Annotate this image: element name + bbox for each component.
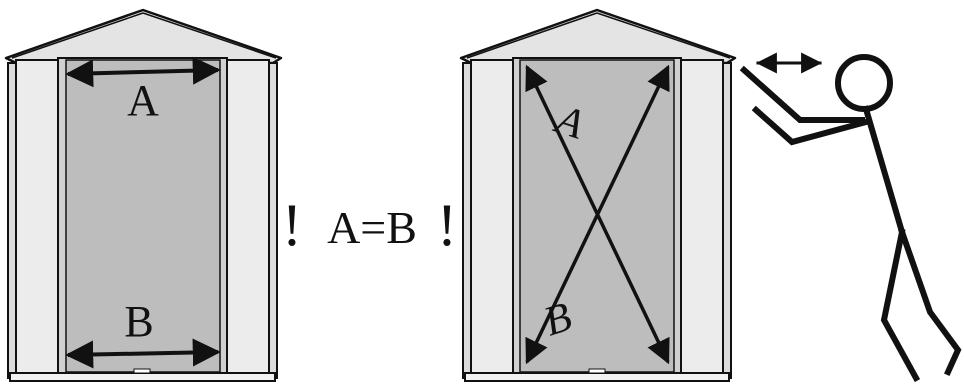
width-label-top: A — [127, 76, 159, 125]
width-arrow-top — [65, 56, 221, 88]
left-shed-roof — [4, 8, 283, 65]
stick-figure-arm-upper — [739, 65, 865, 123]
right-shed-base — [464, 372, 730, 382]
width-arrow-bottom — [65, 338, 221, 369]
right-shed-outer-edge-left — [462, 62, 472, 379]
diagonal-arrow-b — [525, 64, 670, 365]
right-shed-outer-edge-right — [722, 62, 732, 379]
stick-figure-leg-right — [898, 228, 962, 376]
left-shed-outer-edge-right — [268, 62, 278, 379]
exclaim-right: ! — [437, 192, 457, 258]
right-shed-panel-left — [470, 59, 514, 374]
stick-figure-leg-left — [880, 228, 921, 383]
left-shed: A B — [4, 8, 283, 382]
right-shed-panel-right — [680, 59, 724, 374]
stick-figure-arm-lower — [751, 105, 870, 146]
stick-figure-torso — [862, 105, 906, 236]
right-shed-door-latch — [588, 368, 606, 374]
right-shed-roof — [459, 8, 737, 65]
equation: ! A=B ! — [282, 192, 457, 258]
left-shed-base — [9, 372, 276, 382]
left-shed-door-latch — [133, 368, 151, 374]
left-shed-panel-right — [226, 59, 270, 374]
left-shed-panel-left — [15, 59, 59, 374]
exclaim-left: ! — [282, 192, 302, 258]
stick-figure-head — [835, 54, 893, 112]
width-label-bottom: B — [124, 297, 153, 346]
equation-text: A=B — [327, 202, 417, 253]
stick-figure — [739, 52, 962, 383]
left-shed-outer-edge-left — [7, 62, 17, 379]
right-shed: A B — [459, 8, 737, 382]
